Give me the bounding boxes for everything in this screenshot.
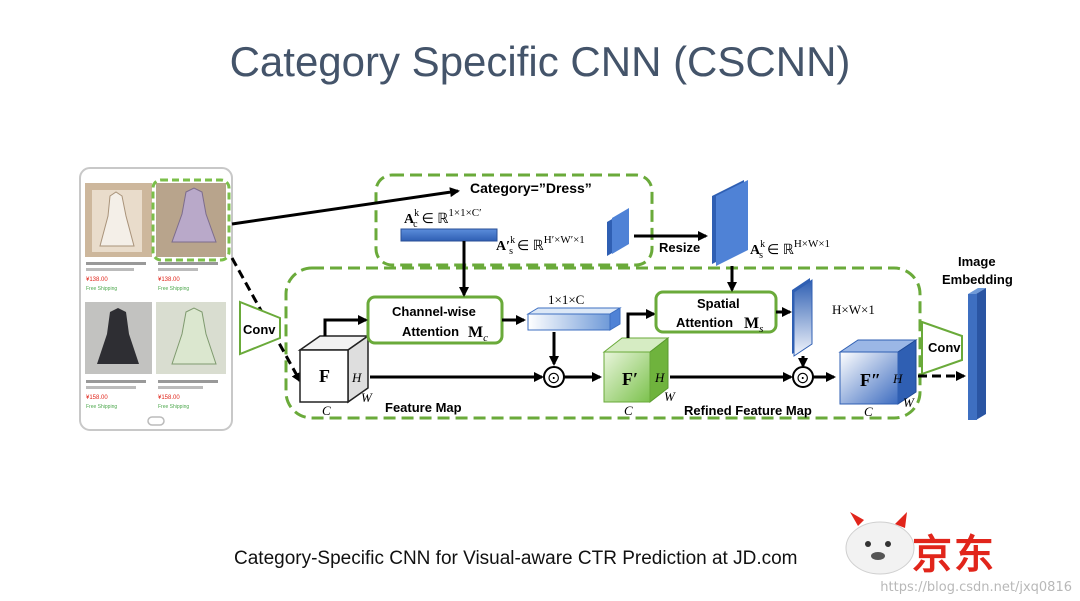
channel-attention-label-1: Channel-wise <box>392 304 476 319</box>
channel-vector-dim: 1×1×C <box>548 292 584 307</box>
feature-map-label: Feature Map <box>385 400 462 415</box>
feature-map-f-double-prime <box>838 339 918 405</box>
multiply-op-1-symbol: ⊙ <box>547 370 560 387</box>
spatial-attention-label-1: Spatial <box>697 296 740 311</box>
price-4: ¥158.00 <box>158 395 180 401</box>
resize-label: Resize <box>659 240 700 255</box>
spatial-attention-map <box>792 278 813 357</box>
multiply-op-2-symbol: ⊙ <box>796 370 809 387</box>
cscnn-module-border <box>284 266 922 420</box>
fdoubleprime-dim-c: C <box>864 404 873 419</box>
image-embedding-label-1: Image <box>958 254 996 269</box>
feature-map-f-prime <box>602 336 670 404</box>
category-arrow <box>231 187 460 226</box>
f-label: F <box>319 366 330 386</box>
ms-label: Ms <box>744 315 763 335</box>
image-embedding-label-2: Embedding <box>942 272 1013 287</box>
spatial-map-dim: H×W×1 <box>832 302 875 317</box>
category-label: Category=”Dress” <box>470 180 592 196</box>
fdoubleprime-dim-w: W <box>903 395 915 410</box>
tag-1: Free Shipping <box>86 286 117 292</box>
feature-map-f <box>297 334 371 404</box>
conv-right-block <box>921 320 963 376</box>
channel-attention-embedding <box>400 228 498 242</box>
fprime-to-spatial-attention <box>626 309 656 338</box>
fprime-dim-c: C <box>624 403 633 418</box>
channel-attention-vector <box>526 307 622 331</box>
spatial-attention-embedding <box>712 180 748 266</box>
fprime-dim-w: W <box>664 389 676 404</box>
f-to-channel-attention <box>323 315 368 336</box>
image-embedding-vector <box>968 288 986 420</box>
fdoubleprime-dim-h: H <box>892 371 903 386</box>
f-dim-c: C <box>322 403 331 418</box>
spatial-attention-label-2: Attention <box>676 315 733 330</box>
jd-mascot-logo <box>845 512 915 575</box>
fprime-label: F′ <box>622 369 638 389</box>
price-3: ¥158.00 <box>86 395 108 401</box>
phone-mockup: ¥138.00 Free Shipping ¥138.00 Free Shipp… <box>79 167 233 431</box>
category-group-border <box>374 173 654 267</box>
fprime-dim-h: H <box>654 370 665 385</box>
conv-left-block <box>239 300 281 356</box>
tag-4: Free Shipping <box>158 404 189 410</box>
jd-brand-logo: 京东 <box>912 532 996 578</box>
price-1: ¥138.00 <box>86 277 108 283</box>
refined-feature-map-label: Refined Feature Map <box>684 403 812 418</box>
channel-attention-label-2: Attention <box>402 324 459 339</box>
tag-3: Free Shipping <box>86 404 117 410</box>
f-dim-w: W <box>361 390 373 405</box>
mc-label: Mc <box>468 324 488 344</box>
slide-caption: Category-Specific CNN for Visual-aware C… <box>234 548 798 569</box>
slide-title: Category Specific CNN (CSCNN) <box>229 38 851 85</box>
conv-right-label: Conv <box>928 340 961 355</box>
fdoubleprime-label: F″ <box>860 370 881 390</box>
watermark: https://blog.csdn.net/jxq0816 <box>880 580 1072 595</box>
price-2: ¥138.00 <box>158 277 180 283</box>
tag-2: Free Shipping <box>158 286 189 292</box>
spatial-attention-embedding-small <box>607 208 629 256</box>
conv-left-label: Conv <box>243 322 276 337</box>
f-dim-h: H <box>351 370 362 385</box>
